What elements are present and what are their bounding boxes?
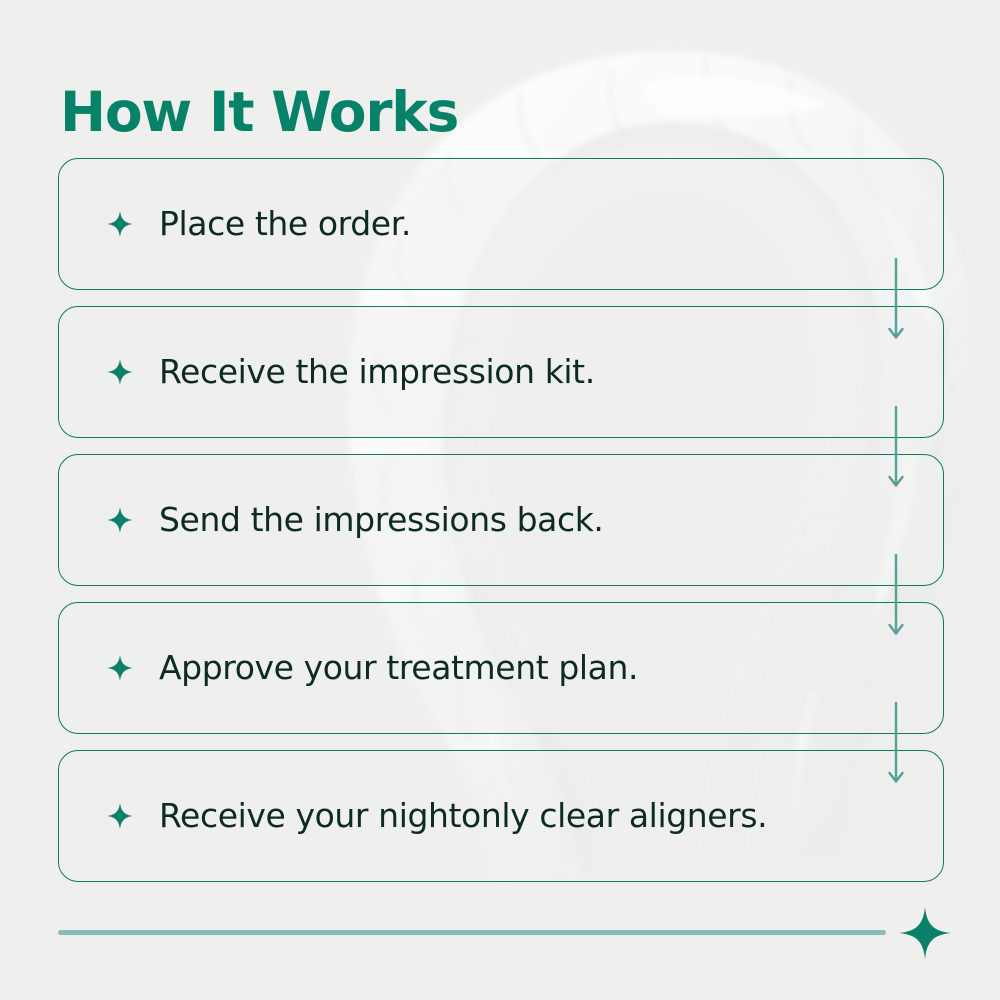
step-label: Place the order.	[159, 204, 411, 243]
footer-divider	[58, 930, 886, 935]
step-label: Receive the impression kit.	[159, 352, 595, 391]
sparkle-icon	[107, 655, 133, 681]
sparkle-icon	[107, 803, 133, 829]
sparkle-icon	[107, 359, 133, 385]
sparkle-icon	[899, 907, 951, 959]
page-title: How It Works	[60, 79, 459, 144]
step-label: Send the impressions back.	[159, 500, 604, 539]
step-card[interactable]: Receive your nightonly clear aligners.	[58, 750, 944, 882]
steps-list: Place the order. Receive the impression …	[58, 158, 944, 882]
step-card[interactable]: Place the order.	[58, 158, 944, 290]
sparkle-icon	[107, 211, 133, 237]
step-label: Receive your nightonly clear aligners.	[159, 796, 768, 835]
sparkle-icon	[107, 507, 133, 533]
step-card[interactable]: Approve your treatment plan.	[58, 602, 944, 734]
step-label: Approve your treatment plan.	[159, 648, 639, 687]
step-card[interactable]: Receive the impression kit.	[58, 306, 944, 438]
step-card[interactable]: Send the impressions back.	[58, 454, 944, 586]
